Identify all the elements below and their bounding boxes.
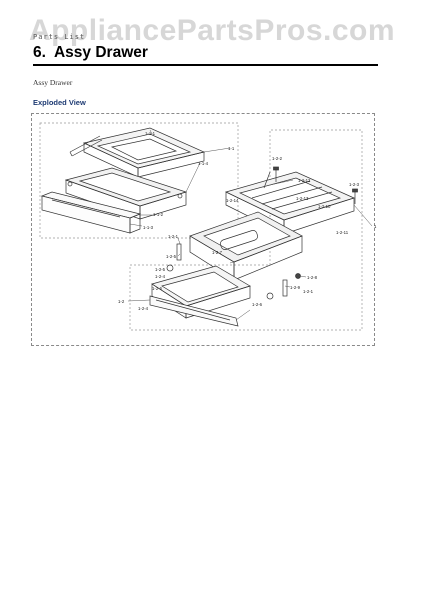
section-title-text: Assy Drawer: [53, 44, 148, 61]
roller-1-2-6-right: [266, 292, 274, 300]
callout-1-2-5-a: 1-2-5: [166, 254, 177, 259]
subtitle: Assy Drawer: [33, 78, 73, 87]
lower-front-handle: [149, 295, 239, 327]
drawer-basket: [64, 167, 188, 220]
subassembly-1-1-boundary: [39, 122, 239, 239]
breadcrumb: Parts List: [33, 33, 86, 41]
diagram-frame: [31, 113, 375, 346]
callout-1-2-2: 1-2-2: [272, 156, 283, 161]
callout-1-2-7: 1-2-7: [212, 250, 223, 255]
callout-1-2-11: 1-2-11: [336, 230, 349, 235]
callout-1-2-8: 1-2-8: [307, 275, 318, 280]
callout-1-2-3: 1-2-3: [349, 182, 360, 187]
callout-1-2-10: 1-2-10: [318, 204, 331, 209]
callout-1-2: 1-2: [118, 299, 125, 304]
callout-1-1-2: 1-1-2: [153, 212, 164, 217]
section-title: 6. Assy Drawer: [33, 44, 148, 62]
drawer-chassis-upper: [225, 171, 355, 235]
callout-labels: 1-1-1 1-1 1-1-4 1-1-2 1-1-3 1-2-2 1-2-12…: [118, 131, 377, 311]
exploded-view-label: Exploded View: [33, 98, 86, 107]
callout-1-1-4: 1-1-4: [198, 161, 209, 166]
screw-1-2-3: [352, 188, 358, 204]
leader-lines: [127, 129, 373, 321]
callout-1-2-9: 1-2-9: [290, 285, 301, 290]
screw-1-2-9: [295, 273, 301, 279]
section-rule: [33, 64, 378, 66]
callout-1-1-3: 1-1-3: [143, 225, 154, 230]
lower-drawer-tray: [151, 265, 251, 319]
drawer-chassis-lower: [189, 211, 303, 281]
callout-1-2-4-b: 1-2-4: [138, 306, 149, 311]
callout-1-2-12: 1-2-12: [298, 178, 311, 183]
callout-1-2-14: 1-2-14: [226, 198, 239, 203]
callout-1-1-1: 1-1-1: [145, 131, 156, 136]
drawer-side-rail: [69, 135, 103, 157]
bracket-1-2-1-left: [176, 243, 182, 261]
drawer-front-panel: [40, 191, 142, 234]
callout-1-2-5-b: 1-2-5: [155, 267, 166, 272]
callout-1-2-13: 1-2-13: [296, 196, 309, 201]
callout-1-2-6-a: 1-2-6: [152, 286, 163, 291]
callout-1-2-1-a: 1-2-1: [168, 234, 179, 239]
callout-1-2-6-b: 1-2-6: [252, 302, 263, 307]
section-number: 6.: [33, 44, 46, 61]
roller-1-2-6-left: [166, 264, 174, 272]
drawer-frame-tray: [82, 127, 206, 178]
callout-1-2-4-a: 1-2-4: [155, 274, 166, 279]
bracket-1-2-1-right: [282, 279, 288, 297]
callout-1-2-1-b: 1-2-1: [303, 289, 314, 294]
callout-1: 1: [374, 224, 377, 229]
screw-1-2-2: [273, 166, 279, 182]
callout-1-1: 1-1: [228, 146, 235, 151]
